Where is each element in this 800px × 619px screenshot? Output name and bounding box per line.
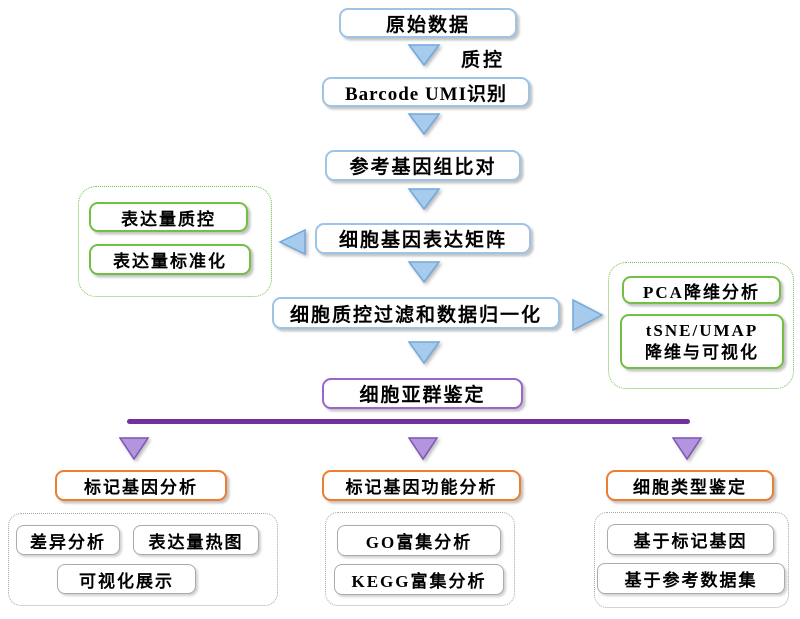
node-expr-normalize: 表达量标准化 [89, 244, 251, 275]
node-reference-based: 基于参考数据集 [597, 563, 785, 594]
node-marker-based: 基于标记基因 [607, 524, 774, 555]
arrow-down-icon [407, 341, 441, 365]
branch-connector-line [127, 419, 690, 424]
arrow-left-icon [278, 228, 306, 256]
node-expr-heatmap: 表达量热图 [133, 525, 259, 555]
tsne-line2: 降维与可视化 [645, 342, 759, 362]
node-expr-qc: 表达量质控 [89, 202, 248, 232]
arrow-down-icon [407, 188, 441, 211]
node-raw-data: 原始数据 [339, 8, 517, 38]
arrow-down-icon [407, 261, 441, 284]
node-expr-matrix: 细胞基因表达矩阵 [315, 223, 531, 254]
node-go-enrichment: GO富集分析 [337, 525, 501, 556]
node-barcode-umi: Barcode UMI识别 [322, 77, 530, 107]
tsne-line1: tSNE/UMAP [645, 321, 759, 341]
node-pca: PCA降维分析 [622, 276, 781, 304]
arrow-right-icon [572, 298, 604, 332]
arrow-down-icon [671, 437, 703, 461]
node-visualization: 可视化展示 [57, 564, 196, 594]
arrow-down-icon [407, 44, 441, 67]
node-tsne-umap: tSNE/UMAP 降维与可视化 [620, 314, 784, 369]
node-subpopulation: 细胞亚群鉴定 [322, 378, 523, 409]
qc-step-label: 质控 [461, 50, 506, 71]
node-cell-qc-norm: 细胞质控过滤和数据归一化 [272, 297, 560, 329]
node-diff-analysis: 差异分析 [16, 525, 120, 555]
branch-title-marker-analysis: 标记基因分析 [55, 470, 227, 501]
arrow-down-icon [118, 437, 150, 461]
node-ref-align: 参考基因组比对 [325, 150, 521, 181]
node-kegg-enrichment: KEGG富集分析 [334, 564, 504, 595]
branch-title-marker-function: 标记基因功能分析 [322, 470, 521, 501]
branch-title-cell-type: 细胞类型鉴定 [606, 470, 774, 501]
arrow-down-icon [407, 113, 441, 136]
arrow-down-icon [407, 437, 439, 461]
